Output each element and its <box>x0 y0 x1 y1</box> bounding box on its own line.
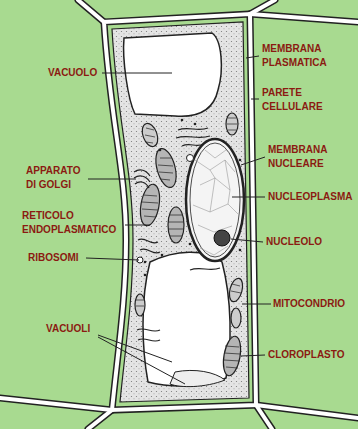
part-label: RIBOSOMI <box>28 251 90 265</box>
part-label: NUCLEOLO <box>266 235 352 249</box>
part-label: PARETE CELLULARE <box>262 86 342 114</box>
part-label: VACUOLO <box>48 66 108 80</box>
part-label: MEMBRANA NUCLEARE <box>268 143 352 171</box>
part-label: NUCLEOPLASMA <box>268 190 354 204</box>
part-label: RETICOLO ENDOPLASMATICO <box>22 209 128 237</box>
part-label: VACUOLI <box>46 322 106 336</box>
part-label: MITOCONDRIO <box>273 297 355 311</box>
part-label: MEMBRANA PLASMATICA <box>262 42 354 70</box>
part-label: CLOROPLASTO <box>268 348 354 362</box>
part-label: APPARATO DI GOLGI <box>26 164 92 192</box>
